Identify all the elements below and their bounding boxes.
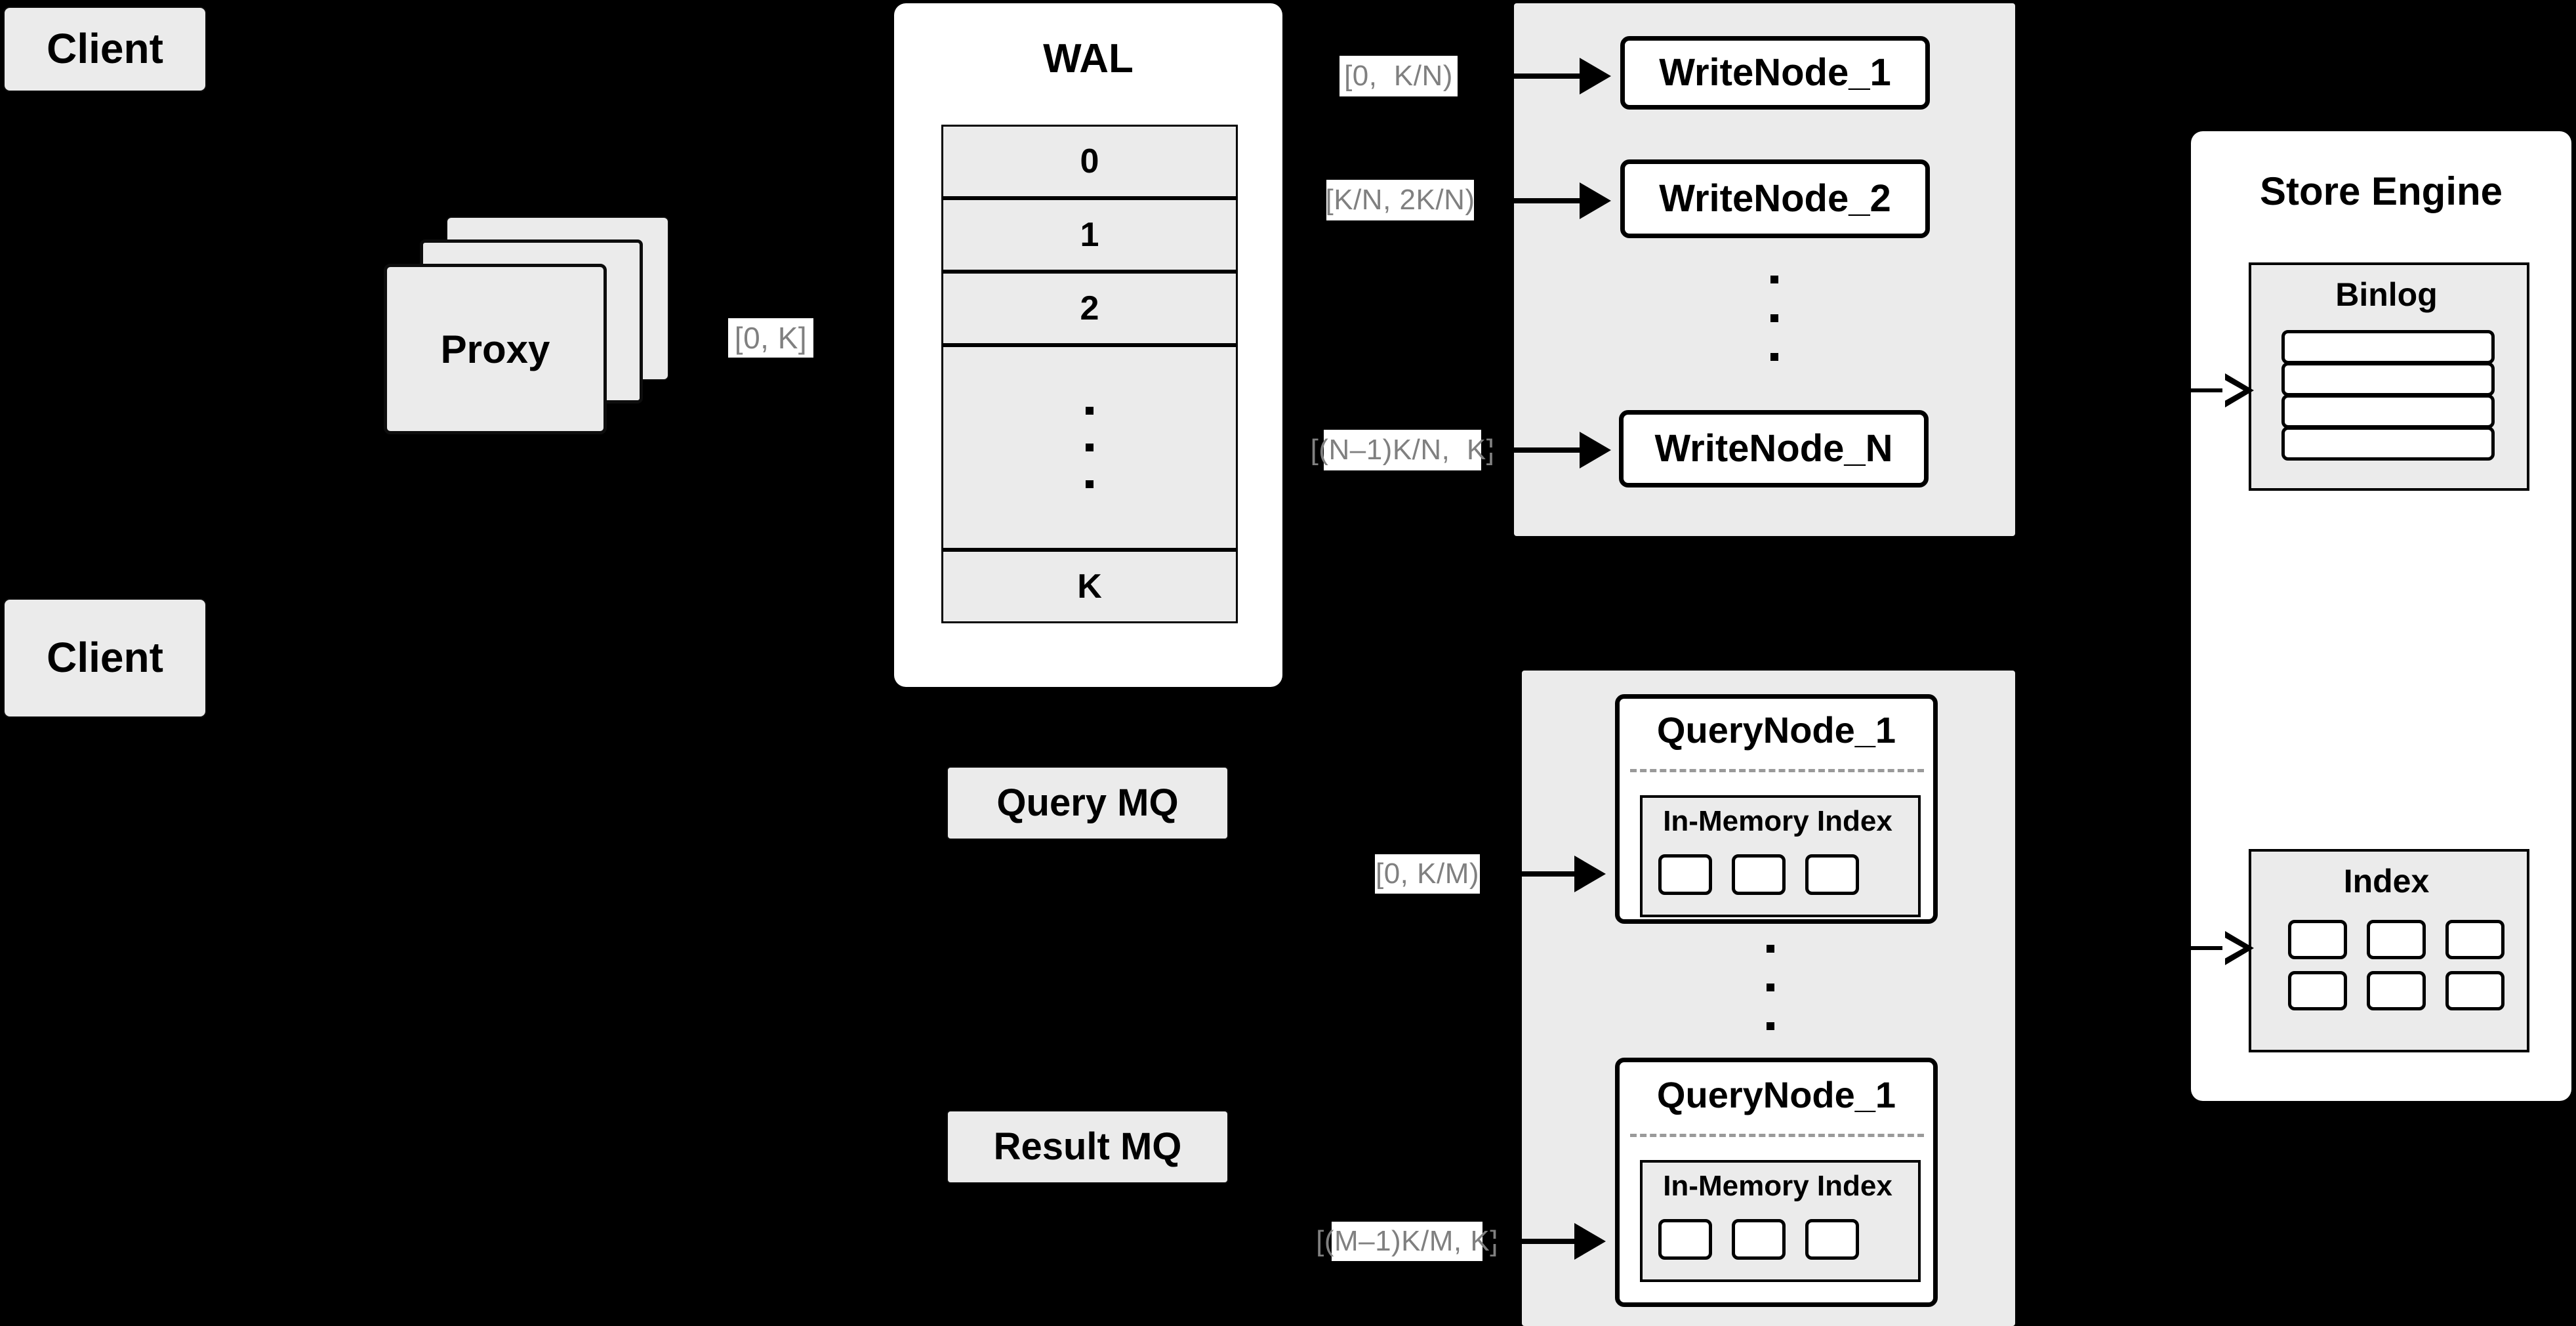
proxy-range-label: [0, K] (728, 318, 813, 358)
write-node-2-range-label: [K/N, 2K/N) (1326, 180, 1475, 220)
index-cell-4[interactable] (2288, 971, 2347, 1010)
query-node-2-range-label: [(M–1)K/M, K] (1316, 1222, 1498, 1261)
client-box-2[interactable]: Client (3, 598, 207, 718)
ellipsis-dot (1767, 1022, 1774, 1030)
client-box-1[interactable]: Client (3, 7, 207, 92)
ellipsis-dot (1086, 444, 1094, 451)
query-node-1-index-cell-1[interactable] (1658, 854, 1712, 895)
ellipsis-dot (1767, 984, 1774, 991)
query-node-1-index-title: In-Memory Index (1663, 804, 1892, 837)
wal-title: WAL (1043, 36, 1134, 82)
query-node-1-index-cell-2[interactable] (1732, 854, 1786, 895)
binlog-row-3[interactable] (2281, 394, 2495, 428)
query-node-2-arrow-head (1574, 1223, 1606, 1260)
query-node-2-index-cell-1[interactable] (1658, 1219, 1712, 1260)
index-cell-2[interactable] (2367, 920, 2426, 959)
ellipsis-dot (1770, 314, 1778, 322)
write-node-n-range-label: [(N–1)K/N, K] (1311, 430, 1494, 470)
wal-row-ellipsis (941, 345, 1238, 550)
binlog-row-4[interactable] (2281, 426, 2495, 461)
ellipsis-dot (1767, 945, 1774, 953)
write-node-1-arrow-head (1580, 58, 1611, 94)
write-node-1[interactable]: WriteNode_1 (1620, 36, 1930, 110)
wal-row-k[interactable]: K (941, 550, 1238, 623)
proxy-box[interactable]: Proxy (384, 264, 607, 434)
write-node-1-range-label: [0, K/N) (1339, 56, 1458, 96)
index-inflow-line (2184, 946, 2227, 950)
query-node-1-label: QueryNode_1 (1656, 709, 1896, 751)
query-node-2-index-title: In-Memory Index (1663, 1169, 1892, 1202)
index-cell-3[interactable] (2445, 920, 2504, 959)
write-node-1-label: WriteNode_1 (1659, 51, 1891, 94)
write-node-1-arrow-line (1462, 73, 1580, 79)
binlog-inflow-arrow-head (2222, 373, 2254, 407)
query-node-2-divider (1630, 1134, 1924, 1137)
write-node-n-arrow-head (1580, 432, 1611, 468)
binlog-row-2[interactable] (2281, 362, 2495, 396)
client-label-1: Client (47, 25, 163, 73)
ellipsis-dot (1086, 407, 1094, 415)
wal-row-0[interactable]: 0 (941, 125, 1238, 198)
query-node-1-arrow-line (1484, 871, 1574, 877)
binlog-row-1[interactable] (2281, 330, 2495, 364)
index-cell-6[interactable] (2445, 971, 2504, 1010)
query-node-2-label: QueryNode_1 (1656, 1073, 1896, 1115)
index-title: Index (2343, 862, 2430, 900)
index-cell-5[interactable] (2367, 971, 2426, 1010)
store-engine-title: Store Engine (2259, 169, 2503, 213)
write-node-2[interactable]: WriteNode_2 (1620, 159, 1930, 238)
write-node-2-arrow-line (1477, 198, 1580, 203)
query-mq-label: Query MQ (996, 781, 1179, 824)
query-node-1-arrow-head (1574, 856, 1606, 892)
ellipsis-dot (1770, 276, 1778, 283)
index-cell-1[interactable] (2288, 920, 2347, 959)
write-node-n-arrow-line (1484, 447, 1580, 453)
write-node-2-arrow-head (1580, 182, 1611, 219)
query-node-2-index-cell-2[interactable] (1732, 1219, 1786, 1260)
query-node-1-range-label: [0, K/M) (1375, 854, 1480, 894)
ellipsis-dot (1770, 353, 1778, 361)
write-group-ellipsis (1770, 276, 1779, 361)
query-group-ellipsis (1766, 945, 1775, 1030)
query-node-1-divider (1630, 769, 1924, 772)
proxy-label: Proxy (440, 327, 550, 371)
wal-row-1[interactable]: 1 (941, 198, 1238, 272)
result-mq-label: Result MQ (993, 1125, 1182, 1168)
ellipsis-dot (1086, 480, 1094, 488)
binlog-inflow-line (2184, 388, 2227, 392)
index-inflow-arrow-head (2222, 931, 2254, 965)
client-label-2: Client (47, 634, 163, 682)
binlog-title: Binlog (2335, 276, 2438, 313)
write-node-n-label: WriteNode_N (1654, 426, 1893, 470)
query-node-1-index-cell-3[interactable] (1805, 854, 1859, 895)
query-node-2-arrow-line (1485, 1239, 1574, 1244)
query-node-2-index-cell-3[interactable] (1805, 1219, 1859, 1260)
query-mq-box[interactable]: Query MQ (947, 766, 1229, 840)
result-mq-box[interactable]: Result MQ (947, 1110, 1229, 1184)
wal-row-2[interactable]: 2 (941, 272, 1238, 345)
write-node-2-label: WriteNode_2 (1659, 176, 1891, 220)
write-node-n[interactable]: WriteNode_N (1619, 410, 1929, 487)
